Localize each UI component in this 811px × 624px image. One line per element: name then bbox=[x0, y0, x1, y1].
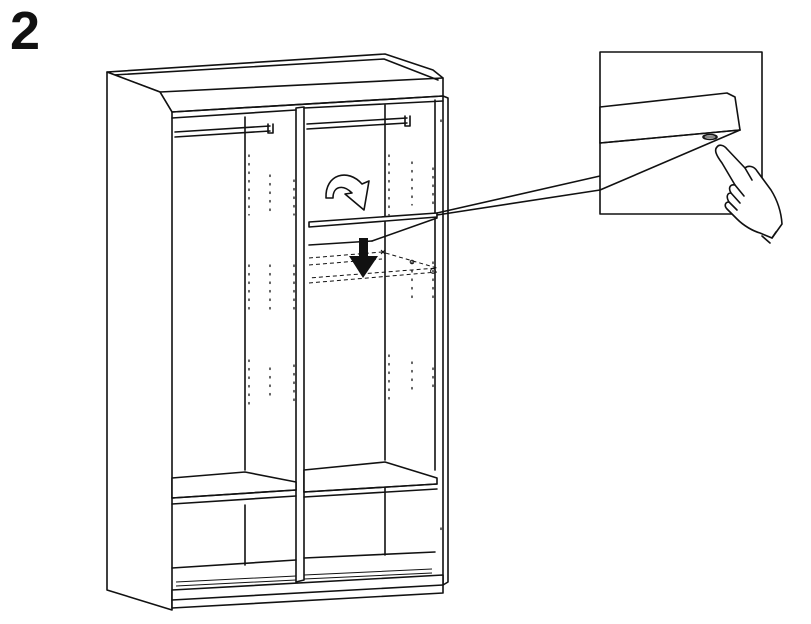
pointing-hand-icon bbox=[714, 144, 783, 244]
wardrobe bbox=[106, 53, 449, 611]
shelf-pin-holes bbox=[248, 119, 442, 537]
callout-lines bbox=[436, 175, 601, 216]
detail-inset bbox=[599, 51, 763, 215]
hanging-rail-left bbox=[174, 123, 274, 138]
lower-shelf-left bbox=[171, 471, 297, 505]
shelf-being-inserted bbox=[308, 212, 438, 246]
down-arrow-icon bbox=[349, 238, 378, 278]
hanging-rail-right bbox=[306, 115, 411, 130]
step-number: 2 bbox=[10, 1, 41, 61]
lower-shelf-right bbox=[303, 461, 438, 498]
shelf-target-position bbox=[308, 249, 438, 284]
rotate-arrow-icon bbox=[325, 174, 370, 211]
